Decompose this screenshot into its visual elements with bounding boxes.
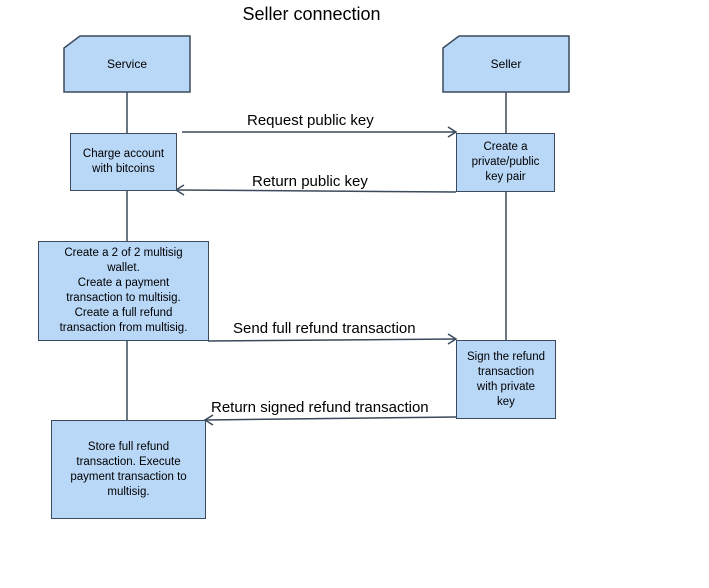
step-text-line: Store full refund (87, 440, 170, 453)
seller-actor-label: Seller (490, 57, 522, 71)
sign-refund-box: Sign the refund transaction with private… (456, 340, 556, 419)
step-text-line: Sign the refund (466, 350, 545, 363)
step-text-line: transaction to multisig. (66, 292, 181, 304)
return-key-arrow (176, 189, 457, 193)
return-key-label: Return public key (252, 173, 368, 190)
seller-actor-shape (442, 35, 570, 93)
send-refund-arrowhead (447, 333, 458, 345)
step-text-line: transaction from multisig. (59, 322, 188, 334)
seller-actor: Seller (443, 36, 569, 92)
multisig-box: Create a 2 of 2 multisig wallet. Create … (38, 241, 209, 341)
request-key-arrowhead (447, 126, 458, 138)
step-text-line: Create a (483, 141, 528, 153)
send-refund-arrow (207, 338, 456, 342)
diagram-title: Seller connection (242, 4, 381, 24)
return-signed-label: Return signed refund transaction (211, 399, 429, 416)
step-text-line: Create a payment (77, 277, 170, 289)
step-text-line: transaction (477, 365, 535, 378)
store-refund-box: Store full refund transaction. Execute p… (51, 420, 206, 519)
request-key-label: Request public key (247, 112, 374, 129)
step-text-line: key pair (485, 171, 526, 183)
step-text-line: Create a 2 of 2 multisig (64, 247, 183, 259)
step-text-line: payment transaction to (70, 470, 187, 483)
service-actor-shape (63, 35, 191, 93)
step-text-line: private/public (471, 156, 540, 168)
step-text-line: with private (476, 380, 536, 393)
create-keypair-box: Create a private/public key pair (456, 133, 555, 192)
service-actor: Service (64, 36, 190, 92)
step-text-line: key (497, 395, 515, 408)
step-text-line: Charge account (82, 148, 165, 160)
send-refund-label: Send full refund transaction (233, 320, 416, 337)
charge-account-box: Charge account with bitcoins (70, 133, 177, 191)
step-text-line: multisig. (107, 485, 150, 498)
step-text-line: wallet. (107, 262, 140, 274)
step-text-line: with bitcoins (92, 163, 155, 175)
step-text-line: transaction. Execute (76, 455, 181, 468)
return-signed-arrow (205, 416, 457, 421)
step-text-line: Create a full refund (74, 307, 173, 319)
service-actor-label: Service (106, 57, 147, 71)
